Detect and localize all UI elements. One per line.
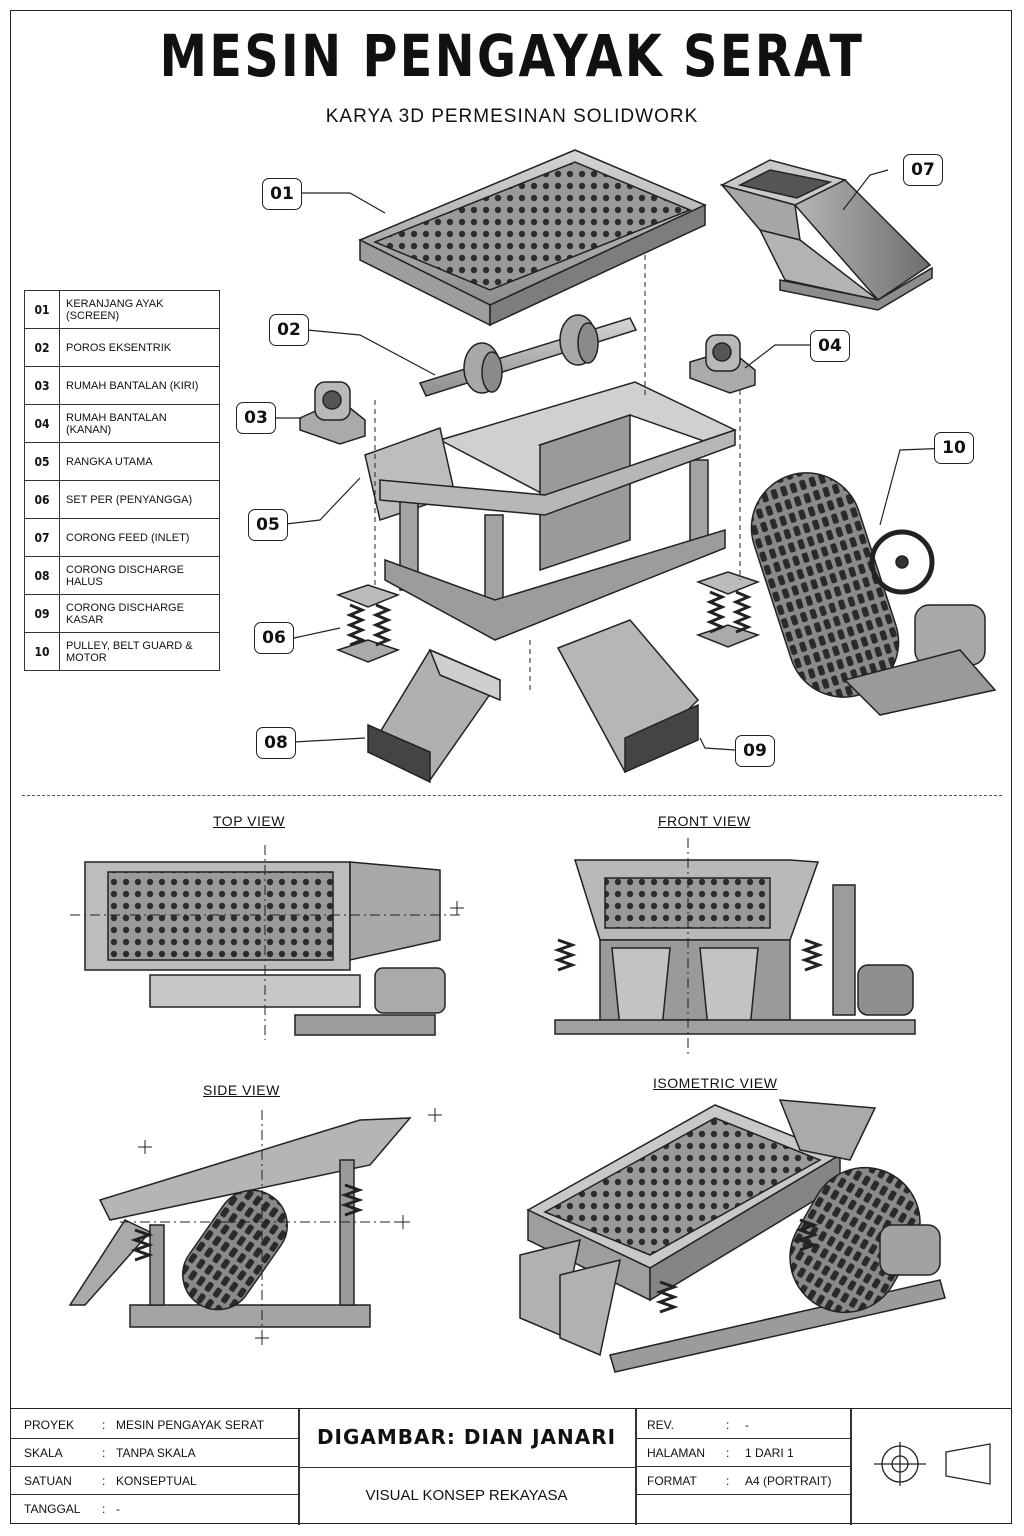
top-view-label: TOP VIEW xyxy=(213,813,285,829)
drawing-sheet-border xyxy=(10,10,1012,1524)
projection-symbol-icon xyxy=(874,1442,991,1486)
halaman-key: HALAMAN xyxy=(647,1446,706,1460)
callout-10: 10 xyxy=(934,432,974,464)
rev-sep: : xyxy=(726,1418,730,1432)
bearing-housing-right-part xyxy=(689,334,756,394)
feed-hopper-part xyxy=(719,159,933,311)
halaman-value: 1 DARI 1 xyxy=(745,1446,794,1460)
drawn-by: DIGAMBAR: DIAN JANARI xyxy=(316,1425,617,1449)
callout-03: 03 xyxy=(236,402,276,434)
front-view-drawing xyxy=(553,838,916,1058)
rev-value: - xyxy=(745,1418,749,1432)
isometric-view-label: ISOMETRIC VIEW xyxy=(653,1075,778,1091)
eccentric-shaft-part xyxy=(418,314,638,397)
tanggal-key: TANGGAL xyxy=(24,1502,81,1516)
discharge-fine-part xyxy=(366,648,502,784)
satuan-value: KONSEPTUAL xyxy=(116,1474,197,1488)
motor-guard-part xyxy=(750,472,997,716)
front-view-label: FRONT VIEW xyxy=(658,813,751,829)
callout-08: 08 xyxy=(256,727,296,759)
bearing-housing-left-part xyxy=(299,381,366,445)
proyek-sep: : xyxy=(102,1418,106,1432)
satuan-key: SATUAN xyxy=(24,1474,72,1488)
skala-value: TANPA SKALA xyxy=(116,1446,196,1460)
format-key: FORMAT xyxy=(647,1474,697,1488)
format-sep: : xyxy=(726,1474,730,1488)
section-divider xyxy=(22,795,1002,796)
skala-sep: : xyxy=(102,1446,106,1460)
spring-set-part xyxy=(335,571,761,663)
side-view-label: SIDE VIEW xyxy=(203,1082,280,1098)
tanggal-value: - xyxy=(116,1502,120,1516)
skala-key: SKALA xyxy=(24,1446,63,1460)
callout-04: 04 xyxy=(810,330,850,362)
callout-07: 07 xyxy=(903,154,943,186)
page-title: MESIN PENGAYAK SERAT xyxy=(159,22,865,90)
side-view-drawing xyxy=(68,1110,412,1345)
callout-02: 02 xyxy=(269,314,309,346)
format-value: A4 (PORTRAIT) xyxy=(745,1474,832,1488)
callout-06: 06 xyxy=(254,622,294,654)
tanggal-sep: : xyxy=(102,1502,106,1516)
tagline: VISUAL KONSEP REKAYASA xyxy=(365,1487,568,1504)
callout-05: 05 xyxy=(248,509,288,541)
main-frame-part xyxy=(364,381,737,641)
proyek-key: PROYEK xyxy=(24,1418,75,1432)
title-block: PROYEK : MESIN PENGAYAK SERAT SKALA : TA… xyxy=(10,1408,1012,1525)
rev-key: REV. xyxy=(647,1418,674,1432)
isometric-view-drawing xyxy=(519,1099,946,1373)
halaman-sep: : xyxy=(726,1446,730,1460)
callout-09: 09 xyxy=(735,735,775,767)
top-view-drawing xyxy=(70,845,460,1040)
page-subtitle: KARYA 3D PERMESINAN SOLIDWORK xyxy=(325,106,699,127)
callout-01: 01 xyxy=(262,178,302,210)
satuan-sep: : xyxy=(102,1474,106,1488)
proyek-value: MESIN PENGAYAK SERAT xyxy=(116,1418,265,1432)
discharge-coarse-part xyxy=(556,619,700,774)
screen-basket-part xyxy=(358,149,707,327)
